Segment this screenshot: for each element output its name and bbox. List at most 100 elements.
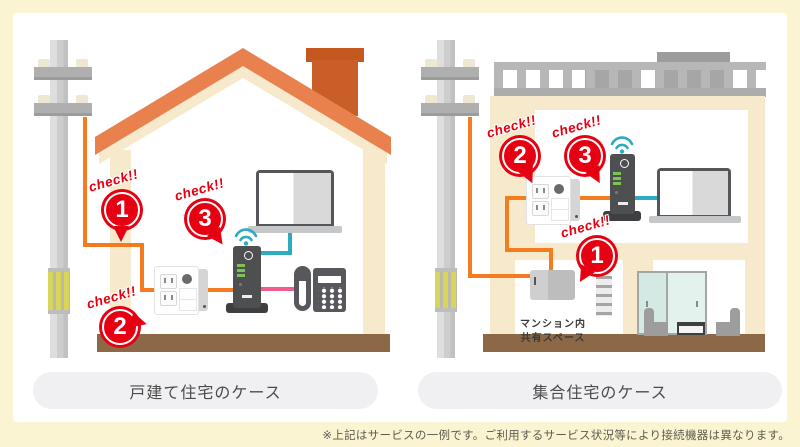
- pole-crossarm: [421, 103, 479, 116]
- chair-seat: [644, 322, 668, 336]
- router-port: [242, 295, 252, 298]
- optical-port-icon: [182, 274, 192, 284]
- router-led: [237, 269, 245, 272]
- fiber-cable: [549, 248, 553, 274]
- check-badge-2-right: 2: [499, 135, 541, 187]
- insulator-icon: [463, 95, 475, 104]
- table: [677, 322, 705, 335]
- phone-screen: [318, 276, 341, 283]
- insulator-icon: [38, 59, 50, 68]
- badge-tail: [113, 226, 129, 242]
- laptop: [256, 170, 334, 227]
- router-led: [613, 172, 621, 175]
- shared-space-label: マンション内 共有スペース: [511, 318, 595, 346]
- fiber-cable: [468, 117, 472, 278]
- caption-apartment: 集合住宅のケース: [418, 372, 782, 409]
- outlet-dot: [575, 215, 578, 218]
- railing-bottom-bar: [494, 88, 766, 97]
- phone-cable: [258, 287, 302, 291]
- check-badge-3-right: 3: [564, 135, 607, 187]
- chair-left: [644, 308, 668, 336]
- fiber-cable: [468, 274, 532, 278]
- pole-crossarm: [34, 67, 92, 80]
- fiber-cable: [579, 196, 614, 200]
- lan-cable: [632, 196, 670, 200]
- door-handle: [696, 301, 698, 307]
- check-badge-1-right: 1: [573, 235, 618, 286]
- fiber-cable: [83, 243, 144, 247]
- router-led: [237, 274, 245, 277]
- door-handle: [646, 301, 648, 307]
- fiber-cable: [83, 117, 87, 247]
- wall-outlet: [154, 266, 199, 315]
- router-base: [226, 303, 268, 313]
- check-badge-3-left: 3: [184, 198, 230, 250]
- lan-cable: [288, 222, 292, 255]
- pole-safety-band: [435, 268, 457, 312]
- insulator-icon: [425, 59, 437, 68]
- insulator-icon: [463, 59, 475, 68]
- onu-router: [233, 246, 261, 308]
- house-wall-right: [363, 150, 385, 335]
- house-floor: [97, 334, 390, 352]
- splitter-box: [530, 270, 575, 300]
- caption-detached-house: 戸建て住宅のケース: [33, 372, 378, 409]
- router-power-icon: [244, 251, 253, 260]
- handset-top: [297, 269, 308, 281]
- insulator-icon: [425, 95, 437, 104]
- pole-crossarm: [421, 67, 479, 80]
- insulator-icon: [38, 95, 50, 104]
- roof-railing-gaps: [494, 69, 766, 89]
- shared-space-line1: マンション内: [520, 319, 586, 330]
- router-led: [237, 264, 245, 267]
- optical-port-icon: [554, 184, 564, 194]
- pole-safety-band: [48, 268, 70, 314]
- insulator-icon: [76, 95, 88, 104]
- router-dot: [239, 283, 242, 286]
- router-port: [618, 202, 628, 205]
- caption-text: 戸建て住宅のケース: [129, 384, 282, 402]
- phone-keypad: [318, 287, 342, 309]
- socket-icon: [160, 291, 177, 306]
- badge-number: 2: [113, 313, 127, 340]
- wifi-icon: [234, 228, 258, 246]
- insulator-icon: [76, 59, 88, 68]
- router-led: [613, 177, 621, 180]
- badge-number: 1: [115, 196, 129, 223]
- socket-icon: [532, 201, 549, 216]
- fiber-cable: [140, 243, 144, 292]
- shared-space-line2: 共有スペース: [520, 333, 586, 344]
- wifi-icon: [610, 136, 634, 154]
- chair-right: [716, 308, 740, 336]
- footnote: ※上記はサービスの一例です。ご利用するサービス状況等により接続機器は異なります。: [322, 430, 790, 442]
- house-roof: [95, 48, 391, 164]
- socket-icon: [532, 184, 549, 199]
- laptop-base: [649, 216, 741, 223]
- cable-rack: [596, 276, 612, 316]
- building-floor: [483, 334, 765, 352]
- chair-seat: [716, 322, 740, 336]
- wall-outlet: [526, 176, 571, 225]
- badge-number: 1: [590, 242, 604, 269]
- badge-number: 3: [198, 205, 212, 232]
- laptop-screen: [259, 173, 331, 224]
- router-dot: [615, 191, 618, 194]
- railing-posts: [494, 69, 766, 89]
- outlet-cell: [179, 299, 197, 311]
- laptop-base: [248, 226, 342, 233]
- rooftop-structure: [657, 52, 730, 64]
- socket-icon: [160, 274, 177, 289]
- outlet-dot: [203, 305, 206, 308]
- railing-top-bar: [494, 62, 766, 70]
- box-mark: [534, 277, 536, 285]
- badge-number: 2: [513, 142, 527, 169]
- chimney-cap: [306, 48, 364, 62]
- check-badge-1-left: 1: [101, 189, 143, 242]
- check-badge-2-left: 2: [99, 306, 149, 348]
- phone-handset: [294, 266, 311, 311]
- badge-number: 3: [578, 142, 592, 169]
- pole-crossarm: [34, 103, 92, 116]
- lan-cable: [256, 251, 292, 255]
- desk-phone: [313, 268, 346, 312]
- router-led: [613, 182, 621, 185]
